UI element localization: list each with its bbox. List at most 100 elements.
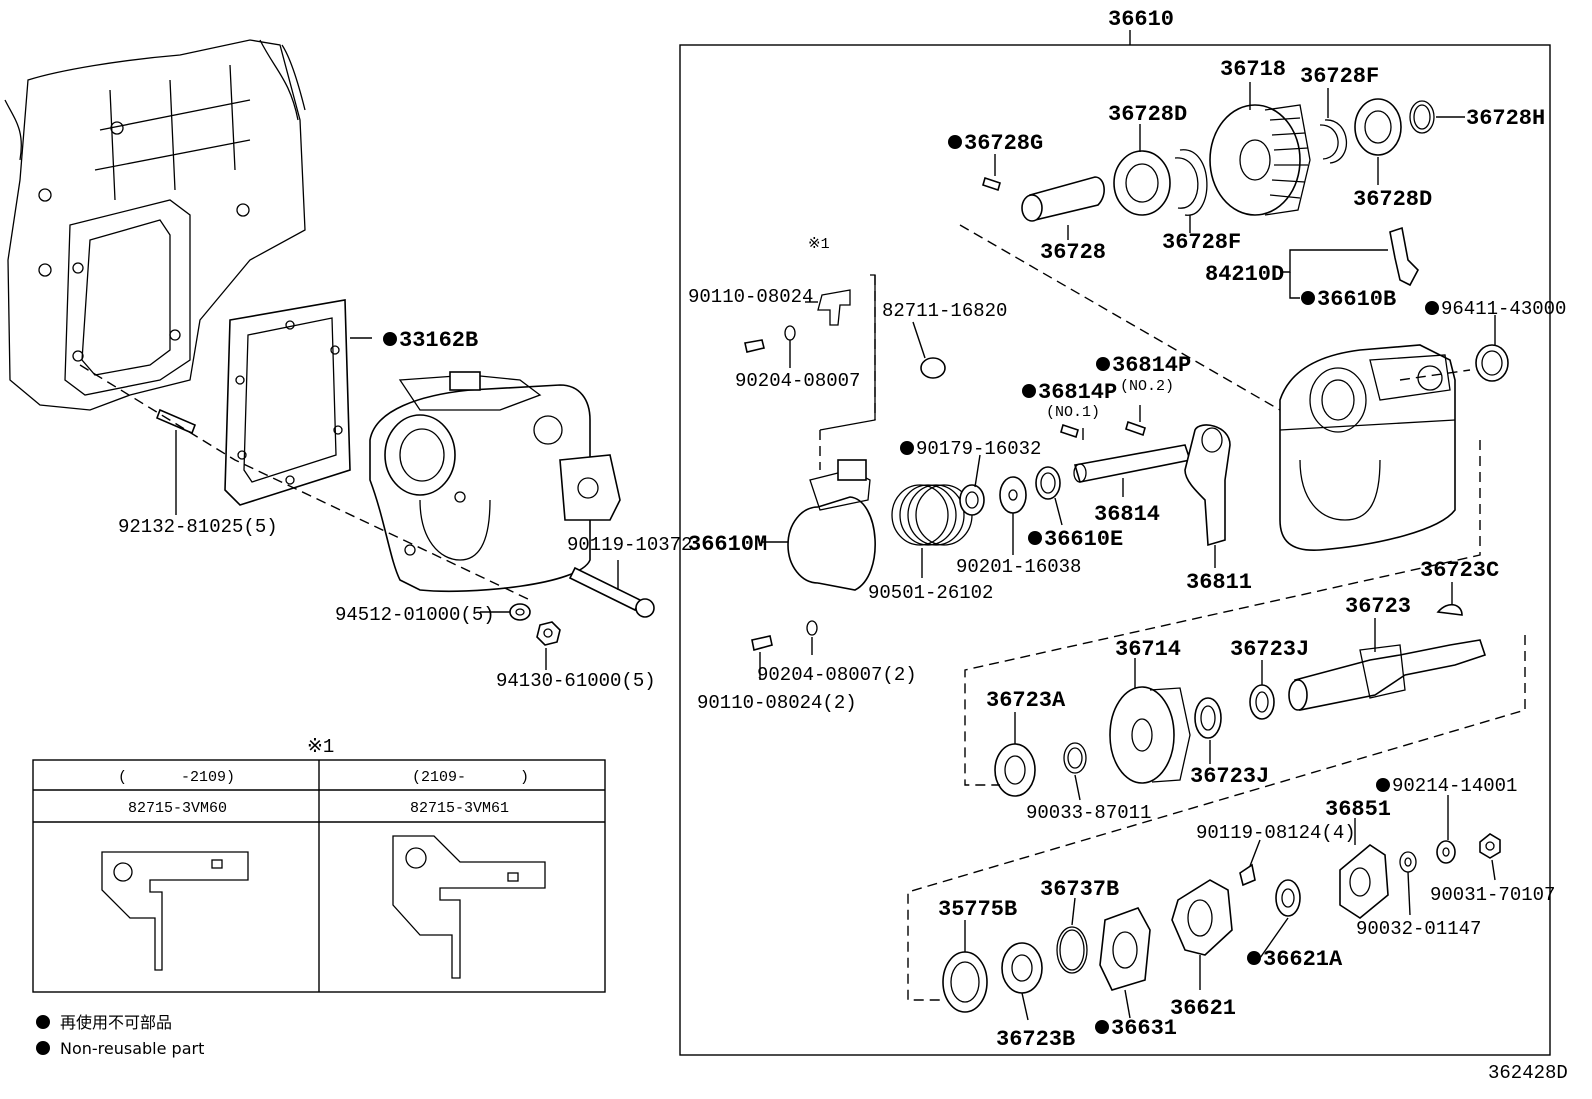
label-36723: 36723 bbox=[1345, 594, 1411, 619]
label-36714: 36714 bbox=[1115, 637, 1181, 662]
label-36723C: 36723C bbox=[1420, 558, 1499, 583]
inset-col1-part: 82715-3VM60 bbox=[128, 800, 227, 817]
motor-36610M bbox=[787, 459, 876, 591]
legend-bullet-jp bbox=[36, 1015, 50, 1029]
actuator-housing bbox=[1279, 344, 1456, 551]
non-reusable-mark bbox=[1301, 291, 1315, 305]
label-no2: (NO.2) bbox=[1120, 378, 1174, 395]
ring-96411 bbox=[1475, 344, 1509, 382]
label-36811: 36811 bbox=[1186, 570, 1252, 595]
label-36814P-no1: 36814P bbox=[1038, 380, 1117, 405]
inset-col2-range: (2109- ) bbox=[412, 769, 529, 786]
legend-en: Non-reusable part bbox=[60, 1039, 204, 1058]
label-90204-08007-top: 90204-08007 bbox=[735, 370, 860, 392]
label-33162B: 33162B bbox=[399, 328, 478, 353]
screw-90110b bbox=[751, 635, 773, 652]
fork-36811 bbox=[1184, 424, 1231, 547]
label-36737B: 36737B bbox=[1040, 877, 1119, 902]
nut-94130 bbox=[536, 621, 561, 646]
alignment-lines-right bbox=[819, 224, 1526, 1001]
right-leaders bbox=[759, 82, 1496, 1021]
label-36610M: 36610M bbox=[688, 532, 767, 557]
label-82711-16820: 82711-16820 bbox=[882, 300, 1007, 322]
label-no1: (NO.1) bbox=[1046, 404, 1100, 421]
label-36723A: 36723A bbox=[986, 688, 1066, 713]
bearing-36728D-left bbox=[1113, 150, 1171, 216]
gear-36714 bbox=[1109, 686, 1191, 784]
label-90110-08024-top: 90110-08024 bbox=[688, 286, 813, 308]
bracket-82715 bbox=[817, 274, 876, 431]
non-reusable-mark bbox=[1096, 357, 1110, 371]
label-90501-26102: 90501-26102 bbox=[868, 582, 993, 604]
snap-ring-36728F-right bbox=[1319, 119, 1347, 164]
bolt-90119-08124 bbox=[1239, 863, 1256, 887]
oring-36737B bbox=[1056, 926, 1088, 974]
non-reusable-mark bbox=[383, 332, 397, 346]
label-36728: 36728 bbox=[1040, 240, 1106, 265]
figure-id: 362428D bbox=[1488, 1062, 1568, 1084]
label-90119-10372: 90119-10372 bbox=[567, 534, 692, 556]
shaft-36723 bbox=[1288, 639, 1487, 711]
sensor-84210D bbox=[1389, 226, 1419, 287]
label-90110-08024-bottom: 90110-08024(2) bbox=[697, 692, 857, 714]
gear-36718 bbox=[1209, 104, 1311, 216]
retainer-36621 bbox=[1171, 879, 1233, 956]
label-mark-small: ※1 bbox=[808, 236, 830, 253]
transmission-case-illustration bbox=[4, 39, 306, 411]
shaft-36728 bbox=[1021, 176, 1105, 222]
bearing-36723J-top bbox=[1249, 684, 1275, 720]
label-36728G: 36728G bbox=[964, 131, 1043, 156]
flange-36851 bbox=[1339, 844, 1389, 919]
non-reusable-mark bbox=[948, 135, 962, 149]
label-94130-61000: 94130-61000(5) bbox=[496, 670, 656, 692]
label-96411-43000: 96411-43000 bbox=[1441, 298, 1566, 320]
non-reusable-mark bbox=[1095, 1020, 1109, 1034]
inset-table bbox=[32, 759, 606, 993]
label-36621: 36621 bbox=[1170, 996, 1236, 1021]
bearing-36728D-right bbox=[1354, 98, 1402, 156]
bearing-36723J-bottom bbox=[1194, 697, 1222, 739]
label-90201-16038: 90201-16038 bbox=[956, 556, 1081, 578]
snap-ring-36728F-left bbox=[1174, 149, 1208, 216]
alignment-line-left bbox=[79, 364, 531, 601]
inset-mark: ※1 bbox=[307, 736, 334, 758]
washer-90032 bbox=[1399, 851, 1417, 873]
legend-jp: 再使用不可部品 bbox=[60, 1013, 172, 1032]
bearing-36723B bbox=[1001, 942, 1043, 994]
screw-90110a bbox=[744, 339, 765, 353]
label-36723B: 36723B bbox=[996, 1027, 1075, 1052]
non-reusable-mark bbox=[1247, 951, 1261, 965]
assembly-label: 36610 bbox=[1108, 7, 1174, 32]
label-35775B: 35775B bbox=[938, 897, 1017, 922]
label-36610B: 36610B bbox=[1317, 287, 1396, 312]
washer-90214 bbox=[1436, 840, 1456, 864]
non-reusable-mark bbox=[1425, 301, 1439, 315]
label-90179-16032: 90179-16032 bbox=[916, 438, 1041, 460]
legend-bullet-en bbox=[36, 1041, 50, 1055]
label-36631: 36631 bbox=[1111, 1016, 1177, 1041]
label-90204-08007-bottom: 90204-08007(2) bbox=[757, 664, 917, 686]
label-36728D-top: 36728D bbox=[1108, 102, 1187, 127]
nut-90031 bbox=[1479, 833, 1501, 859]
clamp-82711 bbox=[920, 357, 946, 379]
stud-92132 bbox=[155, 408, 197, 435]
label-36728F-bottom: 36728F bbox=[1162, 230, 1241, 255]
pin-36814P-no1 bbox=[1060, 423, 1079, 439]
non-reusable-mark bbox=[900, 441, 914, 455]
label-90032-01147: 90032-01147 bbox=[1356, 918, 1481, 940]
seal-36610E bbox=[1035, 466, 1061, 500]
key-36723C bbox=[1436, 603, 1463, 616]
pin-36728G bbox=[982, 176, 1001, 192]
seal-36621A bbox=[1275, 879, 1301, 917]
label-92132-81025: 92132-81025(5) bbox=[118, 516, 278, 538]
label-90031-70107: 90031-70107 bbox=[1430, 884, 1555, 906]
label-36851: 36851 bbox=[1325, 797, 1391, 822]
label-36728H: 36728H bbox=[1466, 106, 1545, 131]
shaft-36814 bbox=[1073, 444, 1192, 483]
washer-90204a bbox=[784, 325, 796, 341]
label-36621A: 36621A bbox=[1263, 947, 1343, 972]
inset-col2-part: 82715-3VM61 bbox=[410, 800, 509, 817]
label-36728D-right: 36728D bbox=[1353, 187, 1432, 212]
label-90214-14001: 90214-14001 bbox=[1392, 775, 1517, 797]
